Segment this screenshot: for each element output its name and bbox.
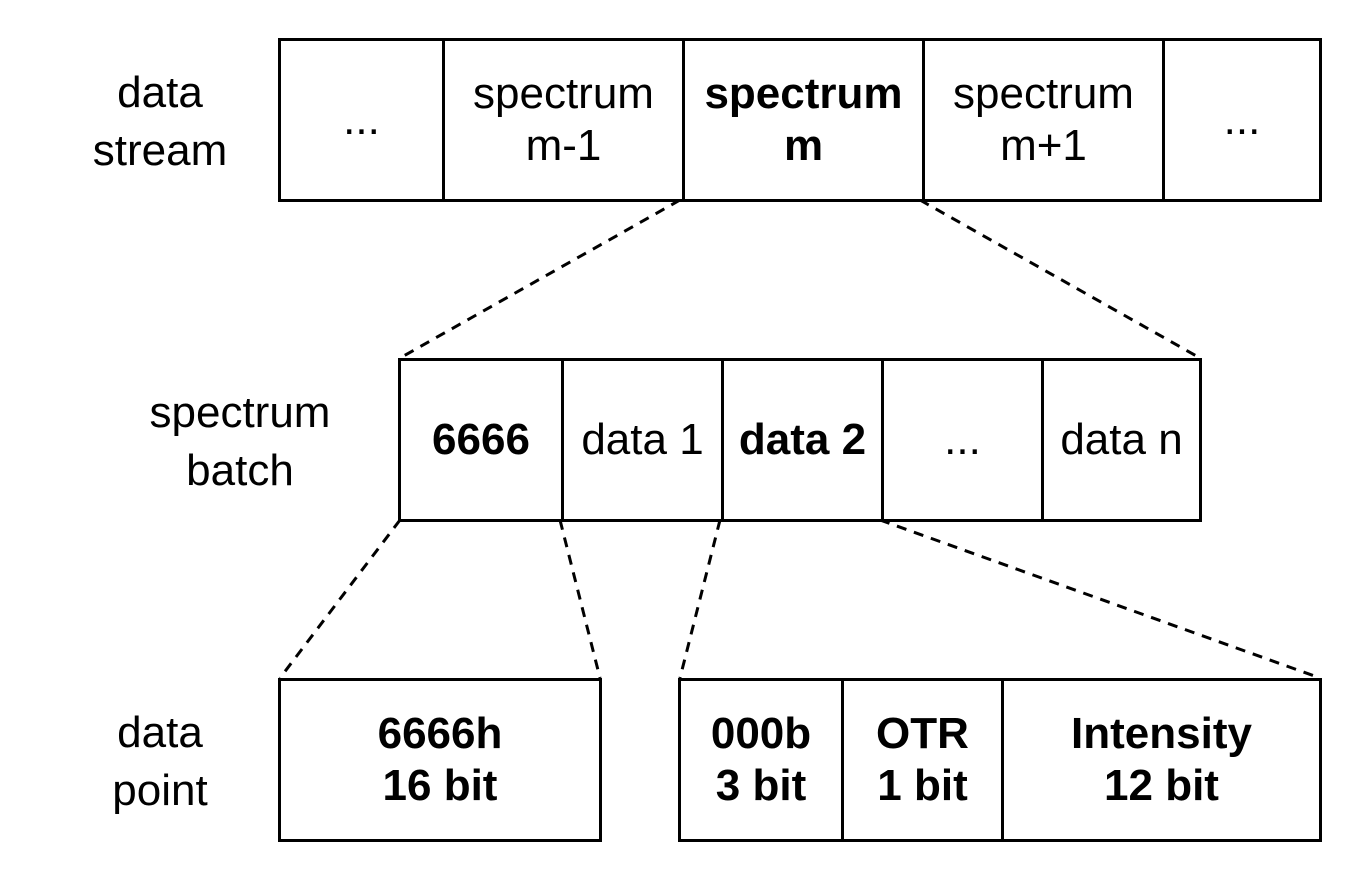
stream-cell-spectrum-m-minus-1: spectrum m-1 (442, 41, 682, 199)
spectrum-batch-label: spectrum batch (130, 384, 350, 500)
data-point-field-otr: OTR 1 bit (841, 681, 1001, 839)
spectrum-batch-box: 6666 data 1 data 2 ... data n (398, 358, 1202, 522)
batch-cell-data-2: data 2 (721, 361, 881, 519)
batch-cell-header-text: 6666 (432, 415, 530, 464)
data-point-field-otr-name: OTR (876, 709, 969, 758)
data-point-field-intensity-size: 12 bit (1104, 761, 1219, 810)
header-point-cell: 6666h 16 bit (281, 681, 599, 839)
connector-spectrum-m-right (919, 198, 1201, 360)
data-point-field-intensity: Intensity 12 bit (1001, 681, 1319, 839)
stream-cell-spectrum-m: spectrum m (682, 41, 922, 199)
batch-cell-data-2-text: data 2 (738, 415, 867, 464)
connector-header-right (558, 519, 602, 679)
data-point-field-000b: 000b 3 bit (681, 681, 841, 839)
batch-cell-data-1-text: data 1 (581, 415, 704, 464)
stream-cell-spectrum-m-minus-1-line2: m-1 (525, 121, 602, 170)
batch-cell-data-n: data n (1041, 361, 1199, 519)
spectrum-batch-label-line1: spectrum (149, 388, 331, 437)
header-point-box: 6666h 16 bit (278, 678, 602, 842)
stream-cell-spectrum-m-minus-1-line1: spectrum (473, 69, 654, 118)
data-stream-box: ... spectrum m-1 spectrum m spectrum m+1… (278, 38, 1322, 202)
connector-header-left (278, 519, 402, 679)
header-point-value: 6666h (377, 709, 503, 758)
stream-cell-ellipsis-right-text: ... (1223, 95, 1261, 144)
data-point-field-000b-size: 3 bit (715, 761, 807, 810)
batch-cell-ellipsis: ... (881, 361, 1041, 519)
data-point-box: 000b 3 bit OTR 1 bit Intensity 12 bit (678, 678, 1322, 842)
data-point-field-000b-name: 000b (710, 709, 812, 758)
connector-spectrum-m-left (399, 198, 681, 360)
stream-cell-ellipsis-left: ... (281, 41, 442, 199)
stream-cell-ellipsis-right: ... (1162, 41, 1319, 199)
data-stream-label-line1: data (117, 68, 203, 117)
data-point-label-line2: point (112, 766, 208, 815)
batch-cell-data-n-text: data n (1060, 415, 1183, 464)
data-stream-label: data stream (60, 64, 260, 180)
batch-cell-ellipsis-text: ... (944, 415, 981, 464)
batch-cell-header: 6666 (401, 361, 561, 519)
stream-cell-spectrum-m-line1: spectrum (704, 69, 903, 118)
data-point-field-otr-size: 1 bit (877, 761, 968, 810)
batch-cell-data-1: data 1 (561, 361, 721, 519)
connector-data2-left (678, 519, 722, 679)
header-point-size: 16 bit (382, 761, 498, 810)
data-stream-label-line2: stream (92, 126, 228, 175)
data-point-field-intensity-name: Intensity (1071, 709, 1252, 758)
connector-data2-right (879, 518, 1321, 680)
stream-cell-ellipsis-left-text: ... (343, 95, 380, 144)
stream-cell-spectrum-m-plus-1: spectrum m+1 (922, 41, 1162, 199)
spectrum-batch-label-line2: batch (186, 446, 294, 495)
stream-cell-spectrum-m-line2: m (783, 121, 824, 170)
data-point-label-line1: data (117, 708, 203, 757)
stream-cell-spectrum-m-plus-1-line2: m+1 (1000, 121, 1087, 170)
stream-cell-spectrum-m-plus-1-line1: spectrum (953, 69, 1134, 118)
data-point-label: data point (60, 704, 260, 820)
